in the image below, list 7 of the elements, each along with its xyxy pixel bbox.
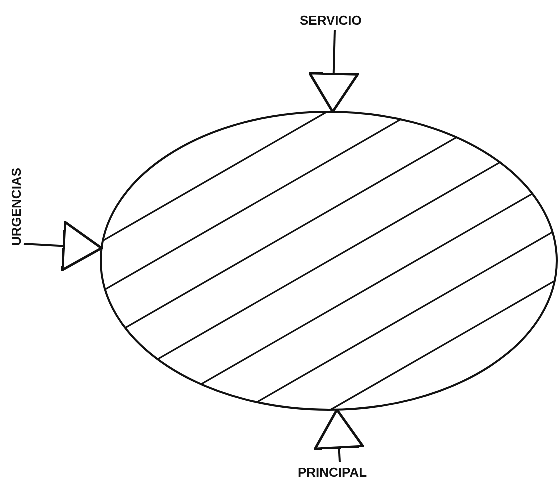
entrance-label: URGENCIAS: [10, 168, 23, 246]
arrow: [308, 30, 360, 114]
arrow: [314, 408, 364, 462]
hatched-ellipse: [100, 111, 558, 411]
arrow: [24, 221, 104, 272]
entrance-label: PRINCIPAL: [298, 466, 368, 479]
entrance-label: SERVICIO: [300, 14, 362, 27]
